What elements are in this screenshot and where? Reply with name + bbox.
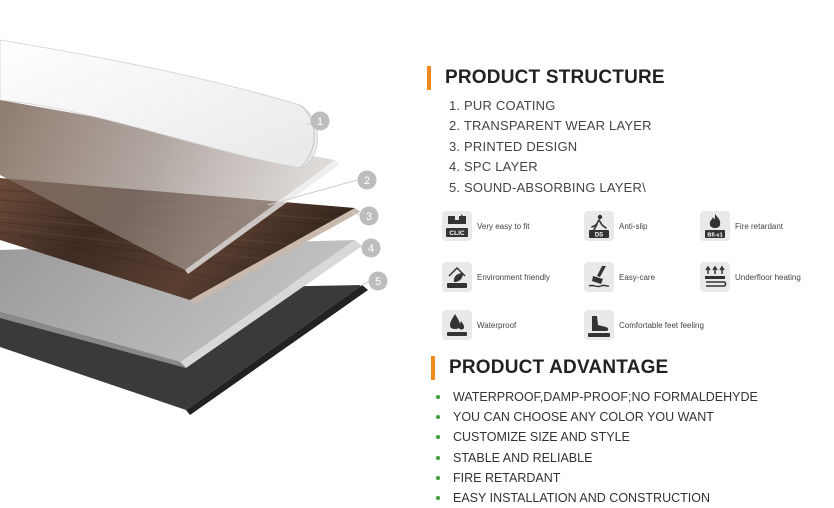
foot-icon [584,310,614,340]
leaf-icon [442,262,472,292]
layer-1-pur-coating [0,39,319,169]
structure-list: 1. PUR COATING 2. TRANSPARENT WEAR LAYER… [449,96,652,198]
svg-text:CLIC: CLIC [449,230,464,237]
advantage-text: FIRE RETARDANT [453,470,561,485]
feature-anti-slip: DS Anti-slip [584,211,647,241]
advantage-item: EASY INSTALLATION AND CONSTRUCTION [436,488,758,508]
svg-text:4: 4 [368,243,374,255]
layer-marker-1: 1 [310,111,330,131]
layer-marker-3: 3 [359,206,379,226]
feature-environment-friendly: Environment friendly [442,262,550,292]
svg-text:Bfl-s1: Bfl-s1 [707,233,722,239]
advantage-item: YOU CAN CHOOSE ANY COLOR YOU WANT [436,407,758,427]
layer-marker-5: 5 [368,271,388,291]
water-drop-icon [442,310,472,340]
structure-heading: PRODUCT STRUCTURE [427,66,665,90]
structure-item: 1. PUR COATING [449,98,556,113]
advantage-title: PRODUCT ADVANTAGE [449,357,669,378]
accent-bar [427,66,431,90]
svg-text:DS: DS [595,233,603,239]
flooring-layers-illustration: 1 2 3 4 5 [0,39,388,415]
feature-label: Easy-care [619,272,656,282]
advantage-item: CUSTOMIZE SIZE AND STYLE [436,427,758,447]
advantage-text: STABLE AND RELIABLE [453,450,593,465]
advantage-item: STABLE AND RELIABLE [436,448,758,468]
advantage-list: WATERPROOF,DAMP-PROOF;NO FORMALDEHYDE YO… [436,387,758,508]
structure-item: 5. SOUND-ABSORBING LAYER\ [449,179,646,195]
svg-text:5: 5 [375,276,381,288]
fire-icon: Bfl-s1 [700,211,730,241]
underfloor-heating-icon [700,262,730,292]
feature-label: Fire retardant [735,221,784,231]
advantage-item: WATERPROOF,DAMP-PROOF;NO FORMALDEHYDE [436,387,758,407]
advantage-text: EASY INSTALLATION AND CONSTRUCTION [453,490,710,505]
advantage-item: FIRE RETARDANT [436,468,758,488]
easy-care-icon [584,262,614,292]
bullet-icon [436,496,440,501]
structure-item: 3. PRINTED DESIGN [449,138,578,154]
bullet-icon [436,395,440,400]
structure-item: 4. SPC LAYER [449,159,538,175]
structure-title: PRODUCT STRUCTURE [445,67,665,88]
layer-marker-4: 4 [361,238,381,258]
layer-4-spc [0,240,362,368]
svg-text:3: 3 [366,211,372,223]
feature-fire-retardant: Bfl-s1 Fire retardant [700,211,783,241]
feature-waterproof: Waterproof [442,310,516,340]
feature-underfloor-heating: Underfloor heating [700,262,801,292]
feature-label: Waterproof [477,320,517,330]
bullet-icon [436,475,440,480]
layer-2-wear-layer [0,100,340,274]
bullet-icon [436,435,440,440]
feature-label: Anti-slip [619,221,648,231]
feature-easy-fit: CLIC Very easy to fit [442,211,529,241]
bullet-icon [436,455,440,460]
structure-item: 2. TRANSPARENT WEAR LAYER [449,118,652,134]
feature-label: Very easy to fit [477,221,530,231]
advantage-heading: PRODUCT ADVANTAGE [431,356,668,380]
bullet-icon [436,415,440,420]
accent-bar [431,356,435,380]
feature-label: Underfloor heating [735,272,801,282]
svg-text:1: 1 [317,116,323,128]
feature-easy-care: Easy-care [584,262,655,292]
anti-slip-icon: DS [584,211,614,241]
advantage-text: CUSTOMIZE SIZE AND STYLE [453,430,630,445]
advantage-text: YOU CAN CHOOSE ANY COLOR YOU WANT [453,410,714,425]
layer-marker-2: 2 [357,170,377,190]
feature-label: Comfortable feet feeling [619,320,704,330]
click-lock-icon: CLIC [442,211,472,241]
advantage-text: WATERPROOF,DAMP-PROOF;NO FORMALDEHYDE [453,390,758,404]
feature-comfortable-feet: Comfortable feet feeling [584,310,704,340]
svg-text:2: 2 [364,175,370,187]
feature-label: Environment friendly [477,272,550,282]
